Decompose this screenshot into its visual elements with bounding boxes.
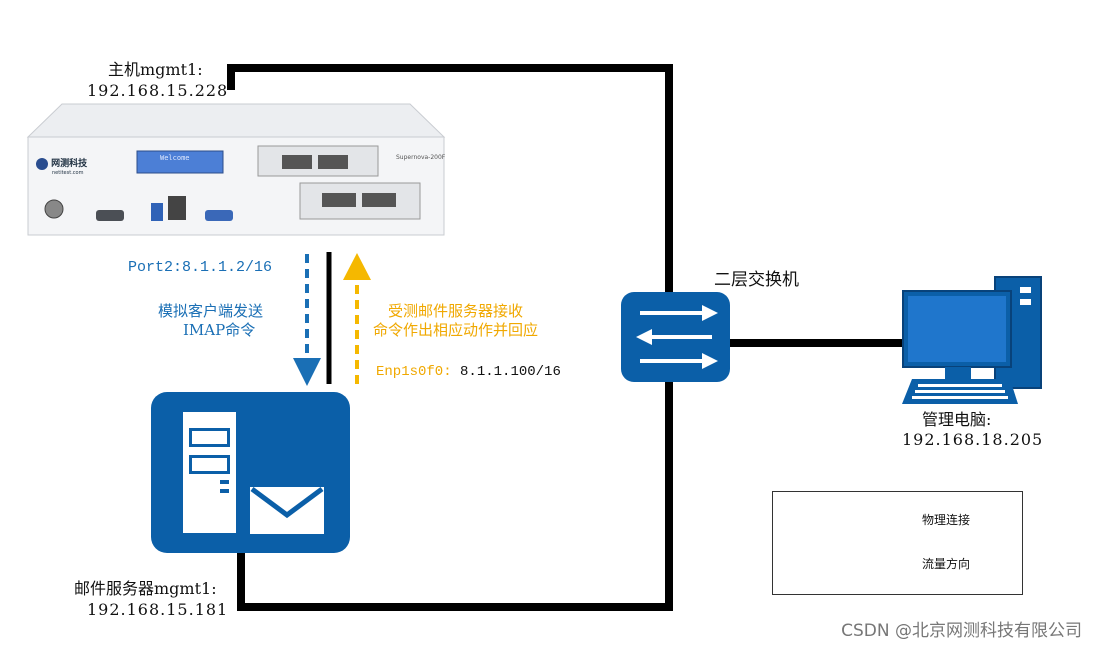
ethernet-ports: [168, 196, 186, 220]
enp-label: Enp1s0f0:: [376, 364, 452, 380]
appliance-model: Supernova-200F: [396, 154, 446, 161]
enp-line: Enp1s0f0: 8.1.1.100/16: [376, 362, 561, 383]
port2-label: Port2:8.1.1.2/16: [128, 259, 273, 276]
mail-server-ip: 192.168.15.181: [87, 600, 229, 619]
layer2-switch-icon: [621, 292, 730, 382]
serial-port: [96, 210, 124, 221]
enp-ip: 8.1.1.100/16: [460, 364, 561, 380]
legend-physical-label: 物理连接: [922, 513, 971, 527]
host-appliance: [26, 103, 446, 236]
server-action-line2: 命令作出相应动作并回应: [373, 321, 539, 339]
legend-flow-label: 流量方向: [922, 557, 971, 571]
appliance-screen: [136, 150, 224, 174]
brand-logo-icon: [36, 157, 48, 170]
appliance-screen-text: Welcome: [160, 154, 190, 162]
link-mailserver-to-switch: [237, 548, 673, 611]
mail-server-icon: [151, 392, 350, 553]
host-name-label: 主机mgmt1:: [108, 60, 203, 79]
appliance-brand: 网测科技 netitest.com: [36, 156, 87, 176]
manager-label: 管理电脑:: [922, 410, 992, 429]
appliance-top: [26, 103, 446, 138]
brand-sub: netitest.com: [52, 169, 84, 176]
sfp-port-1: [282, 155, 312, 169]
mail-server-label: 邮件服务器mgmt1:: [74, 579, 217, 598]
flow-client-arrowhead: [293, 358, 321, 386]
physical-links: [227, 64, 910, 611]
vga-port: [205, 210, 233, 221]
watermark: CSDN @北京网测科技有限公司: [841, 621, 1082, 641]
client-action-line2: IMAP命令: [183, 321, 256, 339]
management-pc-icon: [902, 276, 1042, 404]
appliance-port-module-bottom: [299, 182, 421, 220]
host-ip: 192.168.15.228: [87, 81, 229, 100]
server-action-line1: 受测邮件服务器接收: [388, 302, 524, 320]
usb-ports: [151, 203, 163, 221]
sfp-port-2: [318, 155, 348, 169]
legend: [772, 491, 1023, 595]
client-action-line1: 模拟客户端发送: [158, 302, 264, 320]
manager-ip: 192.168.18.205: [902, 430, 1044, 449]
sfp-port-4: [362, 193, 396, 207]
link-host-to-switch: [227, 64, 673, 292]
flow-server-arrowhead: [343, 253, 371, 280]
brand-name: 网测科技: [51, 159, 88, 169]
power-button: [44, 199, 64, 219]
switch-label: 二层交换机: [714, 270, 799, 290]
sfp-port-3: [322, 193, 356, 207]
